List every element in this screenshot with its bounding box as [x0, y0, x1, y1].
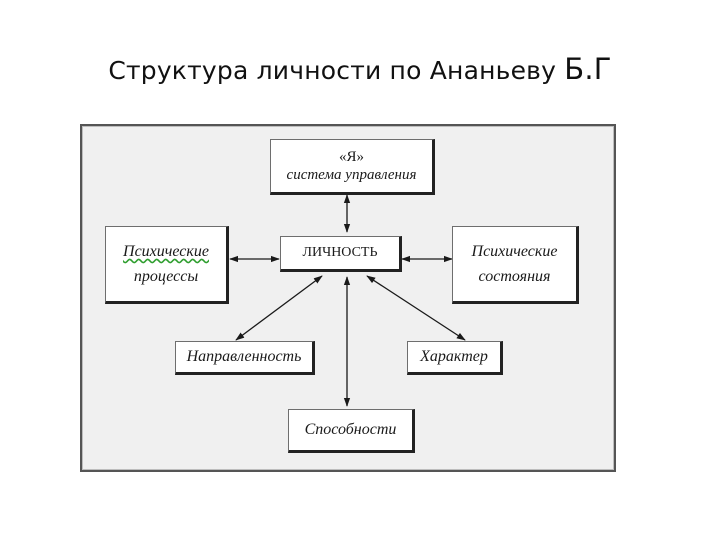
- node-psych-processes-line2: процессы: [133, 268, 199, 285]
- node-sposobnosti: Способности: [288, 409, 415, 453]
- node-napravlennost-label: Направленность: [186, 348, 302, 366]
- node-harakter: Характер: [407, 341, 503, 375]
- node-lichnost: ЛИЧНОСТЬ: [280, 236, 402, 272]
- slide-title-tail: Б.Г: [564, 52, 612, 86]
- slide-title: Структура личности по Ананьеву Б.Г: [0, 52, 720, 86]
- node-psych-processes-line1: Психические: [123, 242, 209, 260]
- node-ya-system: «Я» система управления: [270, 139, 435, 195]
- node-napravlennost: Направленность: [175, 341, 315, 375]
- node-psych-processes: Психические процессы: [105, 226, 229, 304]
- node-harakter-label: Характер: [420, 348, 488, 366]
- node-sposobnosti-label: Способности: [304, 421, 397, 439]
- node-ya-label: «Я»: [338, 149, 364, 165]
- node-psych-states-line1: Психические: [471, 242, 558, 260]
- node-psych-states: Психические состояния: [452, 226, 579, 304]
- slide-title-main: Структура личности по Ананьеву: [108, 56, 565, 85]
- node-lichnost-label: ЛИЧНОСТЬ: [302, 244, 378, 260]
- node-ya-sublabel: система управления: [286, 167, 417, 183]
- node-psych-states-line2: состояния: [478, 268, 551, 285]
